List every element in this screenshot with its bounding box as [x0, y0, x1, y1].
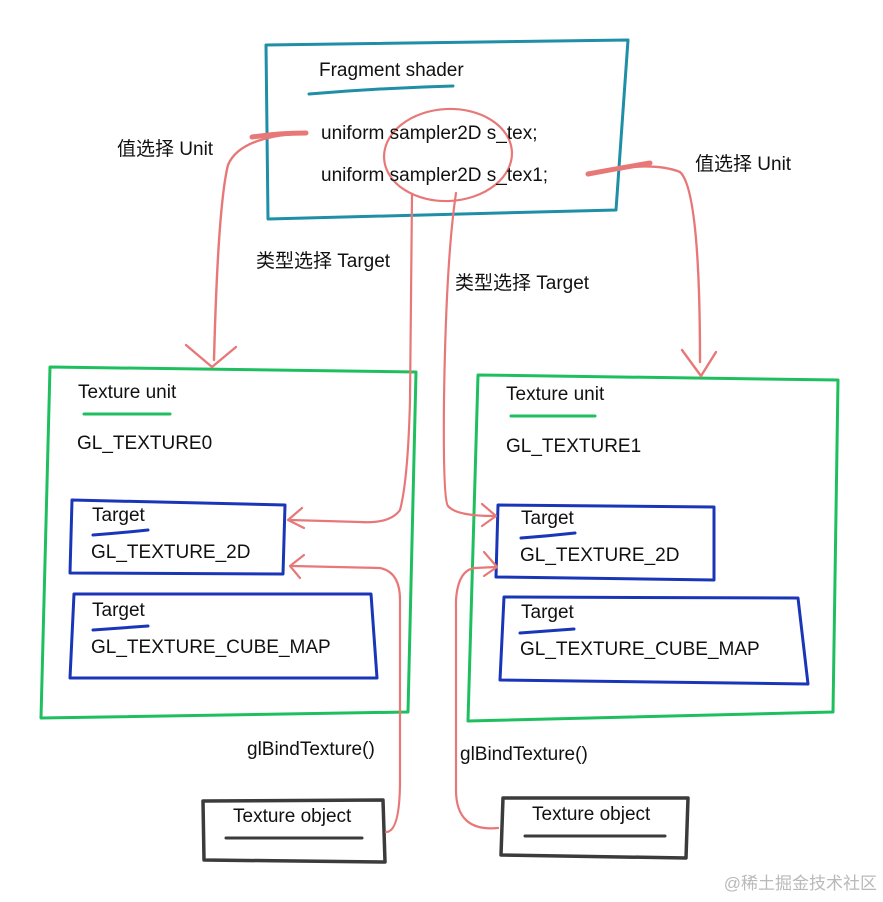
bind-arrow-left: [290, 564, 402, 834]
unit-0-target-2d-underline: [91, 528, 150, 537]
texture-unit-1-box: [466, 373, 840, 723]
unit-1-target-cube-value: GL_TEXTURE_CUBE_MAP: [520, 639, 760, 660]
target-arrow-left: [288, 193, 414, 524]
bind-arrow-right-head: [482, 550, 499, 578]
bind-arrow-left-head: [288, 553, 306, 580]
unit-arrow-left-head: [184, 343, 238, 369]
texture-unit-0-box: [39, 365, 418, 720]
fragment-shader-box: [264, 38, 630, 221]
unit-0-target-cube-underline: [91, 624, 150, 632]
unit-1-target-2d-underline: [519, 531, 577, 540]
target-arrow-left-head: [286, 506, 306, 530]
target-select-label-right: 类型选择 Target: [455, 273, 590, 294]
texture-object-left-box: [201, 798, 387, 864]
unit-select-label-left: 值选择 Unit: [117, 139, 214, 160]
shader-uniform-line-1: uniform sampler2D s_tex;: [321, 123, 538, 144]
unit-arrow-right-head: [680, 348, 718, 378]
unit-1-target-cube-heading: Target: [521, 602, 574, 623]
target-select-label-left: 类型选择 Target: [256, 251, 391, 272]
unit-arrow-left-thick: [249, 130, 309, 140]
texture-object-right-label: Texture object: [532, 804, 651, 825]
unit-0-target-cube-box: [68, 592, 379, 680]
unit-arrow-right: [586, 165, 702, 364]
unit-0-name: GL_TEXTURE0: [77, 433, 213, 454]
unit-0-target-2d-box: [68, 498, 287, 576]
shader-title: Fragment shader: [319, 60, 464, 81]
bind-label-right: glBindTexture(): [460, 744, 588, 765]
unit-select-label-right: 值选择 Unit: [695, 154, 792, 175]
unit-1-name: GL_TEXTURE1: [506, 436, 642, 457]
unit-1-target-2d-heading: Target: [521, 508, 574, 529]
unit-arrow-right-thick: [585, 160, 653, 177]
unit-1-target-2d-box: [494, 503, 716, 582]
unit-arrow-left: [212, 131, 308, 362]
unit-0-target-cube-value: GL_TEXTURE_CUBE_MAP: [91, 637, 331, 658]
unit-1-target-2d-value: GL_TEXTURE_2D: [520, 545, 680, 566]
unit-0-target-cube-heading: Target: [92, 600, 145, 621]
texture-object-left-label: Texture object: [233, 806, 352, 827]
unit-0-title: Texture unit: [78, 382, 177, 403]
unit-0-target-2d-value: GL_TEXTURE_2D: [91, 542, 251, 563]
shader-uniform-line-2: uniform sampler2D s_tex1;: [321, 165, 549, 186]
unit-1-title: Texture unit: [506, 384, 605, 405]
bind-label-left: glBindTexture(): [247, 739, 375, 760]
sampler-highlight-ellipse: [382, 107, 514, 203]
target-arrow-right: [442, 191, 496, 518]
unit-1-target-cube-underline: [518, 627, 576, 635]
unit-0-target-2d-heading: Target: [92, 505, 145, 526]
texture-object-right-box: [499, 796, 690, 860]
unit-1-target-cube-box: [498, 595, 810, 686]
fragment-shader-underline: [307, 84, 455, 96]
watermark: @稀土掘金技术社区: [723, 874, 877, 893]
bind-arrow-right: [454, 565, 500, 830]
target-arrow-right-head: [480, 502, 498, 528]
